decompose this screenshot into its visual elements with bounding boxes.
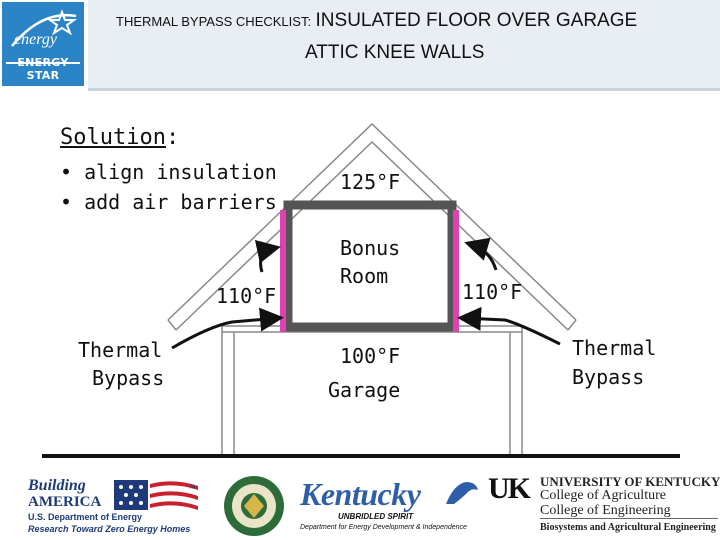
header-band	[88, 0, 720, 91]
air-barriers	[280, 210, 459, 332]
thermal-bypass-left-2: Bypass	[92, 366, 165, 390]
upflow-arrow-right	[464, 237, 498, 271]
thermal-bypass-right-2: Bypass	[572, 365, 645, 389]
solution-heading: Solution:	[60, 125, 179, 150]
energy-star-rule	[6, 62, 80, 64]
airflow-arrows	[171, 237, 561, 350]
uk-rule	[540, 518, 718, 519]
solution-bullet-2: • add air barriers	[60, 190, 277, 214]
bypass-arrow-left	[171, 307, 284, 350]
kentucky-dept: Department for Energy Development & Inde…	[300, 524, 467, 531]
thermal-bypass-right-1: Thermal	[572, 336, 657, 360]
ba-title: Building AMERICA	[28, 477, 102, 511]
ba-title-1: Building	[28, 477, 86, 494]
bonus-room-insulation	[283, 200, 457, 332]
bypass-arrow-right	[457, 306, 561, 346]
building-america-logo: Building AMERICA U.S. Department of Ener…	[28, 478, 198, 536]
page-title: THERMAL BYPASS CHECKLIST: INSULATED FLOO…	[116, 10, 637, 32]
title-prefix: THERMAL BYPASS CHECKLIST:	[116, 14, 312, 29]
solution-bullet-1: • align insulation	[60, 160, 277, 184]
energy-star-logo: energy ENERGY STAR	[2, 2, 84, 86]
ba-line-2: Research Toward Zero Energy Homes	[28, 524, 191, 534]
uk-line-2: College of Agriculture	[540, 488, 666, 503]
flag-icon	[114, 480, 198, 510]
bonus-room-label-1: Bonus	[340, 236, 401, 260]
ba-title-2: AMERICA	[28, 494, 102, 510]
attic-temperature: 125°F	[340, 170, 401, 194]
air-barrier-right	[453, 210, 459, 332]
kentucky-logo: Kentucky UNBRIDLED SPIRIT Department for…	[298, 476, 480, 536]
knee-wall-temp-right: 110°F	[462, 280, 523, 304]
solution-colon: :	[165, 125, 180, 150]
solution-heading-text: Solution	[60, 125, 166, 150]
uk-logo: UK UNIVERSITY OF KENTUCKY College of Agr…	[488, 472, 720, 538]
horse-icon	[446, 482, 478, 504]
upflow-arrow-left	[254, 239, 281, 273]
garage-label: Garage	[328, 378, 401, 402]
ba-line-1: U.S. Department of Energy	[28, 512, 143, 522]
header: energy ENERGY STAR THERMAL BYPASS CHECKL…	[0, 0, 720, 92]
roof	[167, 122, 577, 331]
page-subtitle: ATTIC KNEE WALLS	[305, 42, 485, 63]
garage-walls	[221, 326, 523, 454]
doe-seal-icon	[224, 476, 284, 536]
uk-mark: UK	[488, 472, 531, 505]
energy-star-script: energy	[14, 31, 58, 48]
knee-wall-temp-left: 110°F	[216, 284, 277, 308]
ba-trademark: ™	[188, 484, 196, 493]
energy-star-label: ENERGY STAR	[17, 56, 69, 82]
bonus-room-label-2: Room	[340, 264, 389, 288]
garage-temperature: 100°F	[340, 344, 401, 368]
ground-line	[42, 454, 680, 458]
uk-line-4: Biosystems and Agricultural Engineering	[540, 522, 716, 533]
uk-line-1: UNIVERSITY OF KENTUCKY	[540, 474, 720, 489]
energy-star-swoosh-icon: energy	[11, 9, 78, 48]
thermal-bypass-left-1: Thermal	[78, 338, 163, 362]
title-main: INSULATED FLOOR OVER GARAGE	[315, 10, 638, 31]
kentucky-wordmark: Kentucky	[300, 476, 421, 512]
kentucky-spirit: UNBRIDLED SPIRIT	[338, 512, 414, 521]
air-barrier-left	[280, 210, 286, 332]
uk-line-3: College of Engineering	[540, 503, 671, 518]
